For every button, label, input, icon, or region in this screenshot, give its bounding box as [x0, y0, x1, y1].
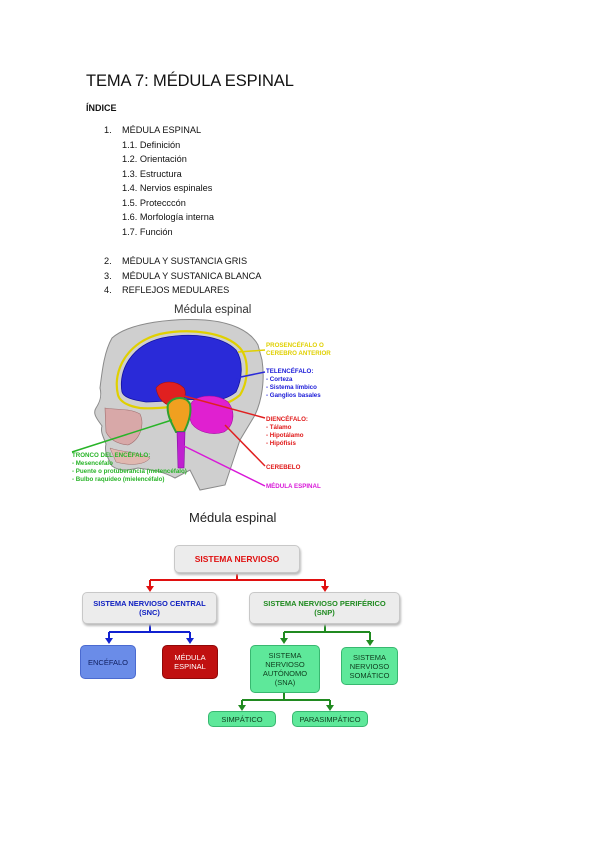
- toc-item-num: 4.: [104, 285, 112, 295]
- node-parasympathetic: PARASIMPÁTICO: [292, 711, 368, 727]
- toc-item-num: 1.: [104, 125, 112, 135]
- node-line: MÉDULA: [174, 653, 206, 662]
- toc-subitem: 1.4. Nervios espinales: [122, 183, 213, 193]
- node-line: SISTEMA: [353, 652, 386, 662]
- label-line: - Bulbo raquídeo (mielencéfalo): [72, 476, 165, 483]
- toc-subitem: 1.7. Función: [122, 227, 173, 237]
- label-brainstem: TRONCO DEL ENCÉFALO: - Mesencéfalo - Pue…: [72, 452, 187, 484]
- node-line: SISTEMA NERVIOSO PERIFÉRICO: [263, 599, 386, 608]
- label-line: - Hipotálamo: [266, 432, 304, 439]
- node-line: NERVIOSO: [265, 660, 305, 669]
- telencephalon: [120, 334, 242, 403]
- toc-item-label: REFLEJOS MEDULARES: [122, 285, 230, 295]
- node-line: AUTÓNOMO: [262, 669, 308, 678]
- document-title: TEMA 7: MÉDULA ESPINAL: [86, 72, 294, 90]
- node-spinal-cord: MÉDULA ESPINAL: [162, 645, 218, 679]
- node-nervous-system: SISTEMA NERVIOSO: [174, 545, 300, 573]
- brainstem: [166, 397, 192, 433]
- toc-item-label: MÉDULA ESPINAL: [122, 125, 202, 135]
- prosencephalon-outline: [115, 330, 248, 410]
- index-heading: ÍNDICE: [86, 103, 117, 113]
- node-somatic: SISTEMA NERVIOSO SOMÁTICO: [341, 647, 398, 685]
- label-line: - Corteza: [266, 376, 293, 383]
- label-cerebellum: CEREBELO: [266, 464, 301, 471]
- label-line: TRONCO DEL ENCÉFALO:: [72, 452, 151, 459]
- label-line: - Mesencéfalo: [72, 460, 113, 467]
- node-line: NERVIOSO: [349, 661, 390, 671]
- label-line: TELENCÉFALO:: [266, 368, 314, 375]
- toc-item-label: MÉDULA Y SUSTANICA BLANCA: [122, 271, 262, 281]
- toc-item-num: 3.: [104, 271, 112, 281]
- toc-subitem: 1.6. Morfología interna: [122, 212, 214, 222]
- label-line: DIENCÉFALO:: [266, 416, 308, 423]
- label-telencephalon: TELENCÉFALO: - Corteza - Sistema límbico…: [266, 368, 321, 400]
- node-line: SISTEMA: [268, 651, 302, 660]
- node-sna: SISTEMA NERVIOSO AUTÓNOMO (SNA): [250, 645, 320, 693]
- toc-subitem: 1.2. Orientación: [122, 154, 187, 164]
- node-line: (SNP): [314, 608, 335, 617]
- node-encephalon: ENCÉFALO: [80, 645, 136, 679]
- node-sympathetic: SIMPÁTICO: [208, 711, 276, 727]
- toc-subitem: 1.5. Protecccón: [122, 198, 186, 208]
- node-line: (SNC): [139, 608, 160, 617]
- toc-item-label: MÉDULA Y SUSTANCIA GRIS: [122, 256, 248, 266]
- label-line: CEREBRO ANTERIOR: [266, 350, 331, 357]
- node-line: (SNA): [274, 678, 296, 687]
- label-prosencephalon: PROSENCÉFALO O CEREBRO ANTERIOR: [266, 342, 331, 358]
- toc-item-num: 2.: [104, 256, 112, 266]
- label-line: - Hipófisis: [266, 440, 296, 447]
- node-snp: SISTEMA NERVIOSO PERIFÉRICO (SNP): [249, 592, 400, 624]
- node-line: SISTEMA NERVIOSO CENTRAL: [93, 599, 206, 608]
- hierarchy-figure-title: Médula espinal: [189, 510, 277, 525]
- toc-subitem: 1.3. Estructura: [122, 169, 182, 179]
- node-line: SOMÁTICO: [349, 670, 390, 680]
- node-line: ESPINAL: [174, 662, 206, 671]
- spinal-cord: [176, 431, 186, 469]
- cerebellum: [188, 395, 234, 434]
- mouth-area: [109, 447, 151, 465]
- label-line: - Sistema límbico: [266, 384, 317, 391]
- brain-figure-title: Médula espinal: [174, 304, 252, 316]
- label-line: - Ganglios basales: [266, 392, 321, 399]
- label-line: PROSENCÉFALO O: [266, 342, 324, 349]
- label-line: - Puente o protuberancia (metencéfalo): [72, 468, 187, 475]
- label-diencephalon: DIENCÉFALO: - Tálamo - Hipotálamo - Hipó…: [266, 416, 308, 448]
- toc-subitem: 1.1. Definición: [122, 140, 181, 150]
- label-line: - Tálamo: [266, 424, 292, 431]
- node-snc: SISTEMA NERVIOSO CENTRAL (SNC): [82, 592, 217, 624]
- label-spinal-cord: MÉDULA ESPINAL: [266, 483, 321, 490]
